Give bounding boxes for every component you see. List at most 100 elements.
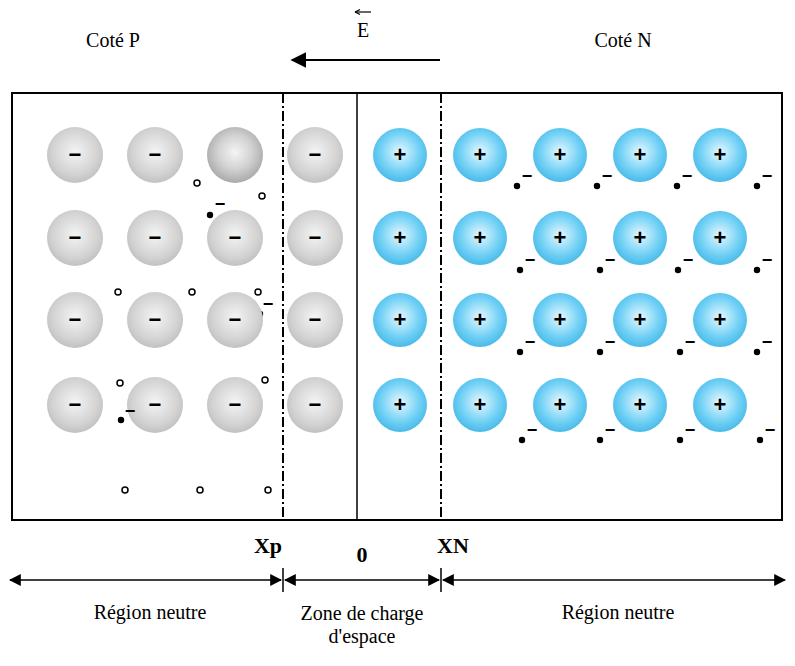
junction-line [356, 93, 358, 520]
acceptor-ion: − [207, 292, 263, 348]
electron-charge: − [215, 194, 226, 215]
donor-ion: + [533, 128, 587, 182]
acceptor-ion: − [47, 377, 103, 433]
ion-charge: + [394, 394, 407, 416]
boundary-mark: XN [437, 533, 469, 558]
donor-ion: + [373, 211, 427, 265]
electron-charge: − [525, 332, 536, 353]
acceptor-ion: − [127, 210, 183, 266]
donor-ion: + [453, 378, 507, 432]
region-name: Région neutre [562, 601, 675, 624]
ion-charge: − [69, 227, 82, 249]
ion-charge: + [394, 309, 407, 331]
donor-ion: + [533, 293, 587, 347]
ion-charge: + [394, 144, 407, 166]
donor-ion: + [453, 128, 507, 182]
ion-charge: + [634, 227, 647, 249]
donor-ion: + [533, 378, 587, 432]
acceptor-ion: − [127, 292, 183, 348]
donor-ion: + [613, 293, 667, 347]
ion-charge: + [714, 144, 727, 166]
ion-charge: + [634, 394, 647, 416]
donor-ion: + [373, 378, 427, 432]
acceptor-ion: − [47, 210, 103, 266]
donor-ion: + [373, 293, 427, 347]
donor-ion: + [693, 211, 747, 265]
electron-charge: − [762, 332, 773, 353]
ion-charge: − [69, 309, 82, 331]
acceptor-ion: − [287, 377, 343, 433]
field-arrow [292, 10, 440, 61]
ion-charge: − [69, 394, 82, 416]
donor-ion: + [533, 211, 587, 265]
ion-charge: − [149, 144, 162, 166]
ion-charge: − [149, 309, 162, 331]
acceptor-ion: − [207, 377, 263, 433]
electron-charge: − [683, 250, 694, 271]
ion-charge: − [149, 394, 162, 416]
ion-charge: + [634, 144, 647, 166]
ion-charge: − [309, 227, 322, 249]
ion-charge: + [474, 309, 487, 331]
ion-charge: − [309, 144, 322, 166]
ion-charge: − [229, 227, 242, 249]
ion-charge: − [229, 394, 242, 416]
donor-ion: + [453, 211, 507, 265]
donor-ion: + [693, 293, 747, 347]
donor-ion: + [693, 378, 747, 432]
ion-charge: + [554, 227, 567, 249]
side-title: Coté N [594, 29, 651, 52]
donor-ion: + [613, 378, 667, 432]
acceptor-ion: − [127, 377, 183, 433]
electron-charge: − [762, 250, 773, 271]
ion-charge: − [69, 144, 82, 166]
electron-charge: − [762, 166, 773, 187]
donor-ion: + [373, 128, 427, 182]
side-title: Coté P [86, 29, 140, 52]
acceptor-ion: − [47, 292, 103, 348]
electron-charge: − [605, 420, 616, 441]
ion-charge: − [229, 309, 242, 331]
donor-ion: + [613, 128, 667, 182]
electron-charge: − [685, 420, 696, 441]
electron-charge: − [605, 250, 616, 271]
ion-charge: + [554, 394, 567, 416]
electron-charge: − [765, 420, 776, 441]
electron-charge: − [522, 166, 533, 187]
acceptor-ion: − [207, 210, 263, 266]
ion-charge: + [474, 144, 487, 166]
electron-charge: − [685, 332, 696, 353]
ion-charge: + [554, 144, 567, 166]
field-symbol: E [357, 19, 369, 42]
ion-charge: + [474, 227, 487, 249]
boundary-mark: Xp [254, 533, 282, 558]
ion-charge: + [474, 394, 487, 416]
electron-charge: − [602, 166, 613, 187]
region-name: Région neutre [94, 601, 207, 624]
ion-charge: + [714, 394, 727, 416]
electron-charge: − [263, 294, 274, 315]
electron-charge: − [125, 401, 136, 422]
crystal-outline [12, 93, 782, 520]
holes [115, 180, 271, 493]
depletion-edge [282, 93, 284, 520]
ion-charge: + [714, 309, 727, 331]
ion-charge: − [309, 309, 322, 331]
acceptor-ion: − [287, 210, 343, 266]
donor-ion: + [453, 293, 507, 347]
depletion-edge [440, 93, 442, 520]
ion-charge: + [554, 309, 567, 331]
origin-mark: 0 [357, 542, 368, 567]
electron-charge: − [527, 420, 538, 441]
acceptor-ion: − [287, 127, 343, 183]
region-name: Zone de charge d'espace [277, 602, 447, 648]
ion-charge: + [394, 227, 407, 249]
ion-charge: + [714, 227, 727, 249]
neutral-acceptor [207, 127, 263, 183]
electrons [118, 183, 763, 443]
acceptor-ion: − [47, 127, 103, 183]
donor-ion: + [693, 128, 747, 182]
acceptor-ion: − [287, 292, 343, 348]
electron-charge: − [682, 166, 693, 187]
electron-charge: − [525, 250, 536, 271]
